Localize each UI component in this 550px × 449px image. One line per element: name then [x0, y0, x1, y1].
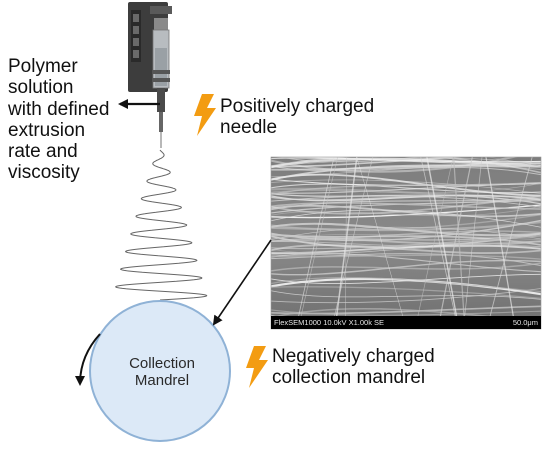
sem-image — [271, 157, 541, 329]
lightning-bolt-icon — [246, 346, 268, 388]
positive-needle-label: Positively charged needle — [220, 96, 375, 139]
lightning-bolt-icon — [194, 94, 216, 136]
collection-mandrel — [89, 300, 231, 442]
negative-mandrel-label: Negatively charged collection mandrel — [272, 346, 435, 389]
polymer-jet-spiral — [115, 149, 208, 301]
rotation-arrow — [75, 333, 101, 386]
sem-caption-left: FlexSEM1000 10.0kV X1.00k SE — [274, 318, 385, 327]
sem-scale-label: 50.0μm — [512, 318, 538, 327]
syringe-pump-icon — [128, 2, 172, 148]
polymer-solution-label: Polymer solution with defined extrusion … — [8, 56, 110, 184]
sem-pointer-arrow — [212, 239, 272, 326]
sem-caption-bar: FlexSEM1000 10.0kV X1.00k SE 50.0μm — [271, 316, 541, 329]
mandrel-label: Collection Mandrel — [129, 355, 195, 389]
